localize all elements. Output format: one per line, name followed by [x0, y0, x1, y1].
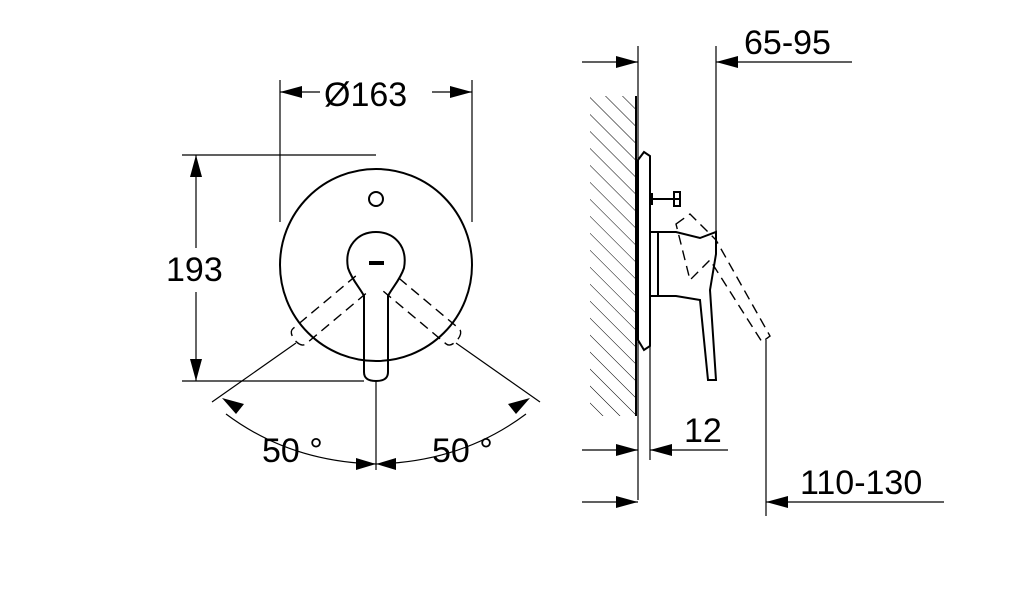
rotated-handle-left — [290, 275, 370, 346]
diameter-label: Ø163 — [324, 76, 407, 114]
diverter-knob — [650, 191, 681, 207]
wall-section — [590, 96, 636, 416]
lever-raised-dashed — [675, 213, 771, 344]
escutcheon-plate — [279, 168, 473, 362]
side-view: 65-95 12 110-130 — [582, 24, 944, 516]
lever-handle — [346, 230, 406, 383]
depth-label: 110-130 — [800, 464, 922, 502]
angle-left-label: 50 ° — [262, 432, 323, 470]
plate-label: 12 — [684, 412, 722, 450]
front-view: Ø163 193 50 ° 50 ° — [166, 76, 541, 470]
handle-indicator — [369, 261, 384, 265]
diverter-hole — [368, 191, 384, 207]
lever-side-profile — [650, 230, 718, 381]
height-label: 193 — [166, 251, 223, 289]
projection-label: 65-95 — [744, 24, 831, 62]
angle-right-label: 50 ° — [432, 432, 493, 470]
plate-profile — [637, 150, 651, 352]
rotated-handle-right — [382, 275, 462, 346]
